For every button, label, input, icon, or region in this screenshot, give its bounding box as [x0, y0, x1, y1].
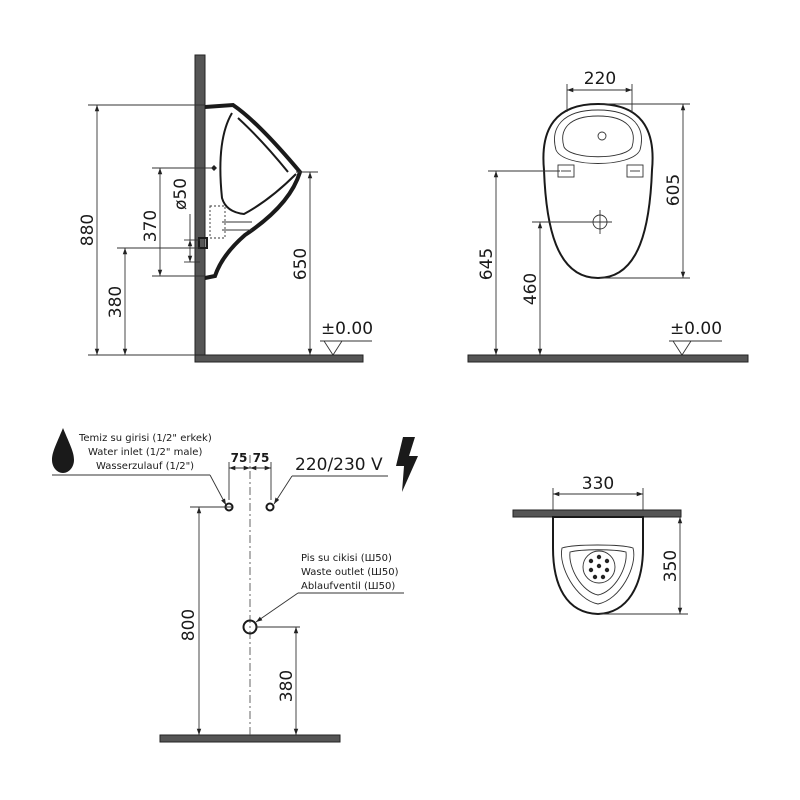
urinal-side-profile [204, 102, 303, 280]
dim-370-label: 370 [141, 210, 161, 242]
installation-view: Temiz su girisi (1/2" erkek) Water inlet… [52, 428, 418, 743]
waste-outlet-label-tr: Pis su cikisi (Ш50) [301, 553, 392, 564]
urinal-inner-bowl [219, 112, 297, 216]
dim-330-label: 330 [582, 474, 614, 494]
dim-650-label: 650 [291, 248, 311, 280]
dim-75-left-label: 75 [231, 451, 248, 465]
dim-d50-label: ø50 [171, 178, 191, 210]
dim-645-label: 645 [477, 248, 497, 280]
floor-level-label-front: ±0.00 [670, 319, 722, 339]
dim-460-label: 460 [521, 273, 541, 305]
electric-point [265, 502, 275, 512]
voltage-label: 220/230 V [295, 455, 383, 475]
water-inlet-label-tr: Temiz su girisi (1/2" erkek) [78, 433, 212, 444]
inlet-mark [211, 165, 217, 171]
front-view: 220 605 645 460 ±0.00 [467, 69, 749, 363]
dim-350-label: 350 [661, 550, 681, 582]
wall-flange [198, 237, 208, 249]
wall-slab-top [512, 509, 682, 518]
urinal-rim-inner [237, 117, 289, 173]
siphon-hatch [209, 205, 226, 239]
dim-880-label: 880 [78, 214, 98, 246]
urinal-top-bowl-inner [569, 549, 627, 596]
dim-380-install-label: 380 [277, 670, 297, 702]
bracket-right [626, 164, 644, 178]
water-inlet-leader [209, 474, 227, 506]
drain-holes [588, 554, 610, 580]
top-view: 330 350 [512, 474, 688, 616]
waste-outlet-label-en: Waste outlet (Ш50) [301, 567, 399, 578]
urinal-front-outline [542, 102, 654, 280]
floor-level-triangle-side [323, 340, 343, 356]
water-drop-icon [52, 428, 74, 473]
floor-slab-install [159, 734, 341, 743]
urinal-front-rim [554, 109, 642, 164]
waste-outlet-leader [255, 592, 299, 623]
voltage-leader [273, 475, 293, 505]
floor-slab [194, 354, 364, 363]
lightning-bolt-icon [396, 437, 418, 492]
dim-380-side-label: 380 [106, 286, 126, 318]
urinal-top-outline [552, 516, 644, 616]
floor-level-label-side: ±0.00 [321, 319, 373, 339]
floor-level-triangle-front [672, 340, 692, 356]
dim-800-label: 800 [179, 609, 199, 641]
dim-605-label: 605 [664, 174, 684, 206]
spray-nozzle [597, 131, 607, 141]
side-view: 880 380 370 ø50 650 ±0.00 [78, 54, 373, 363]
dim-220-label: 220 [584, 69, 616, 89]
dim-75-right-label: 75 [253, 451, 270, 465]
water-inlet-label-de: Wasserzulauf (1/2") [96, 461, 194, 472]
water-inlet-label-en: Water inlet (1/2" male) [88, 447, 202, 458]
waste-outlet-label-de: Ablaufventil (Ш50) [301, 581, 395, 592]
drain-grate [582, 550, 616, 584]
floor-slab-front [467, 354, 749, 363]
urinal-front-rim-inner [562, 115, 634, 158]
urinal-top-bowl [561, 544, 635, 605]
wall [194, 54, 206, 361]
